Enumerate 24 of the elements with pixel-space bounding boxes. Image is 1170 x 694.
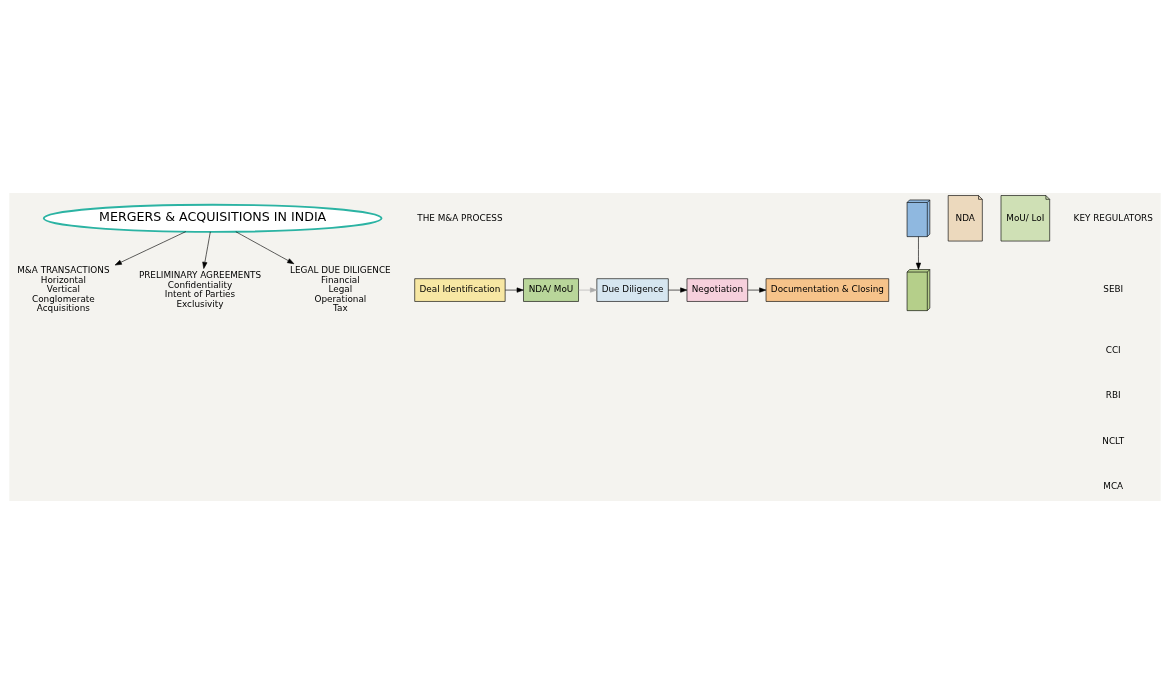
arrow bbox=[114, 231, 187, 266]
label: MCA bbox=[1103, 481, 1124, 492]
node-box: NDA/ MoU bbox=[523, 278, 579, 302]
arrow bbox=[747, 287, 767, 293]
arrow bbox=[915, 236, 921, 270]
label: KEY REGULATORS bbox=[1073, 212, 1153, 223]
node-text: M&A TRANSACTIONS Horizontal Vertical Conglomerate Acquisitions bbox=[17, 265, 110, 314]
label: CCI bbox=[1105, 344, 1121, 355]
arrow bbox=[202, 231, 211, 269]
node-box: Deal Identification bbox=[414, 278, 506, 302]
node-box: Negotiation bbox=[686, 278, 748, 302]
arrow bbox=[235, 231, 295, 265]
arrow bbox=[504, 287, 524, 293]
node-text: LEGAL DUE DILIGENCE Financial Legal Operational Tax bbox=[290, 265, 391, 314]
node-box: Documentation & Closing bbox=[765, 278, 890, 302]
label: THE M&A PROCESS bbox=[417, 212, 503, 223]
node-text: PRELIMINARY AGREEMENTS Confidentiality Intent of Parties Exclusivity bbox=[138, 270, 262, 309]
label: SEBI bbox=[1103, 284, 1124, 295]
node-box: Due Diligence bbox=[596, 278, 669, 302]
node-ellipse: MERGERS & ACQUISITIONS IN INDIA bbox=[42, 203, 383, 233]
arrow bbox=[578, 287, 598, 293]
label: NCLT bbox=[1102, 435, 1125, 446]
arrow bbox=[668, 287, 688, 293]
label: RBI bbox=[1105, 390, 1121, 401]
